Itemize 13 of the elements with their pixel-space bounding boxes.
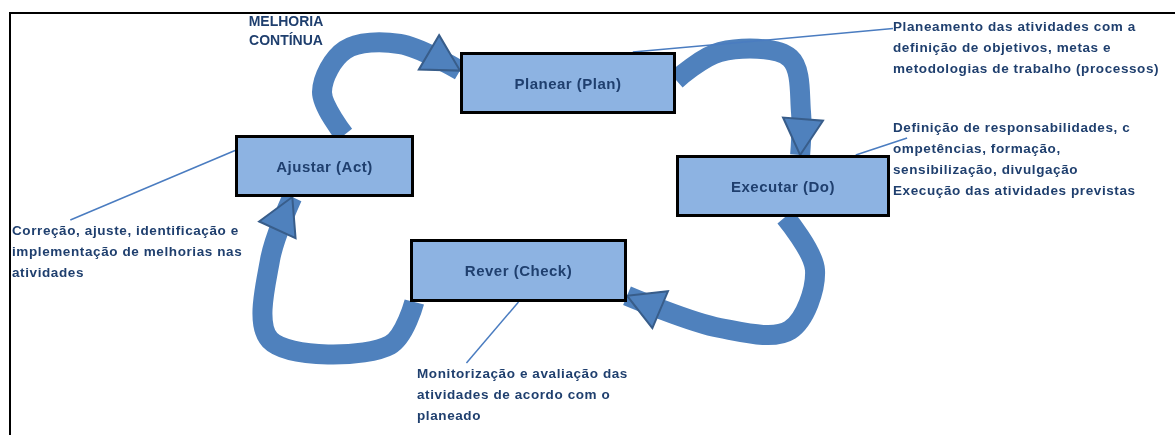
annotation-text: Correção, ajuste, identificação e implementação de melhorias nas atividades (12, 222, 244, 282)
process-box: Executar (Do) (676, 155, 890, 217)
process-box: Planear (Plan) (460, 52, 676, 114)
annotation-text: Planeamento das atividades com a definição de objetivos, metas e metodologias de trabalho (processos) (893, 18, 1161, 78)
label-text: MELHORIA CONTÍNUA (247, 12, 325, 50)
annotation-text: Monitorização e avaliação das atividades de acordo com o planeado (417, 365, 629, 425)
annotation-text: Execução das atividades previstas (893, 182, 1137, 200)
leader-line (855, 137, 908, 156)
annotation-text: Definição de responsabilidades, c ompetências, formação, sensibilização, divulgação (893, 119, 1132, 179)
leader-line (69, 149, 236, 221)
process-box: Ajustar (Act) (235, 135, 414, 197)
leader-line (465, 301, 520, 364)
process-box: Rever (Check) (410, 239, 627, 302)
